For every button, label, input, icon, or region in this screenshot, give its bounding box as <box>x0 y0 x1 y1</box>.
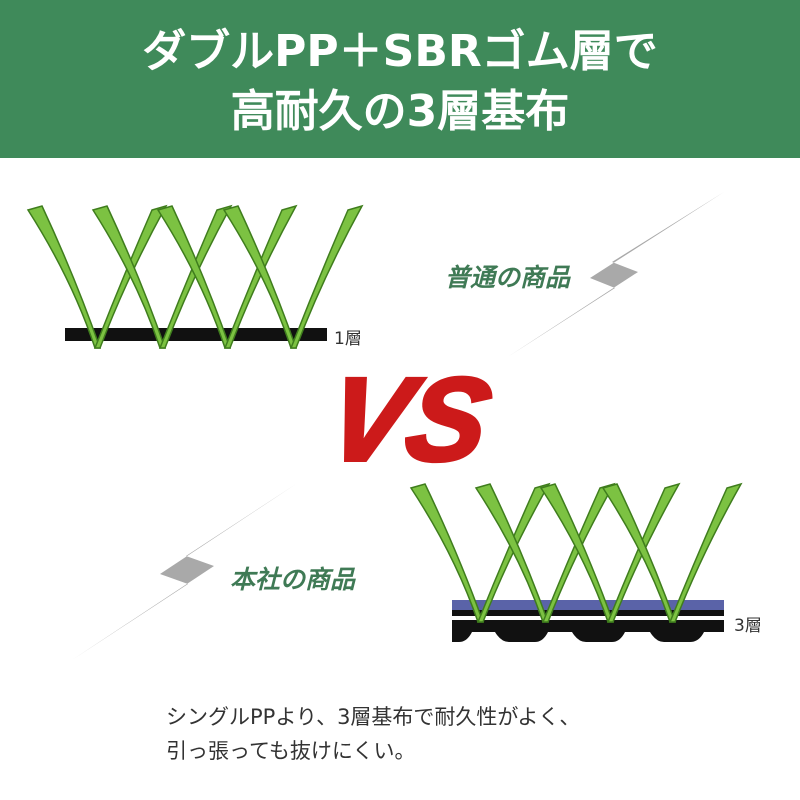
layer-sbr-rubber <box>452 620 724 642</box>
grass-blade <box>601 483 677 623</box>
single-layer-turf-diagram <box>26 204 364 349</box>
grass-blade <box>539 483 615 623</box>
grass-blade <box>606 482 681 623</box>
grass-blade <box>26 205 102 349</box>
top-layer-label: 1層 <box>334 329 362 349</box>
grass-blade <box>668 482 743 623</box>
grass-blade <box>91 205 167 349</box>
grass-blade <box>409 483 485 623</box>
grass-blade <box>156 205 232 349</box>
grass-blade <box>541 482 616 623</box>
grass-blade <box>93 204 168 349</box>
grass-blades-top <box>26 204 364 349</box>
grass-blade <box>474 483 550 623</box>
grass-blade <box>158 204 233 349</box>
bottom-layer-label: 3層 <box>734 616 762 636</box>
banner-title-line2: 高耐久の3層基布 <box>230 86 570 137</box>
grass-blade <box>223 204 298 349</box>
layer-pp-blue <box>452 600 724 610</box>
layer-pp-black <box>452 610 724 616</box>
grass-blades-bottom <box>409 482 743 623</box>
bottom-product-label: 本社の商品 <box>230 565 356 594</box>
banner-title-line1: ダブルPP＋SBRゴム層で <box>142 26 658 77</box>
lightning-bolt-bottom-icon <box>72 484 296 660</box>
triple-layer-turf-diagram <box>409 482 743 642</box>
header-banner: ダブルPP＋SBRゴム層で 高耐久の3層基布 <box>0 0 800 158</box>
grass-blade <box>476 482 551 623</box>
caption-line2: 引っ張っても抜けにくい。 <box>166 739 416 763</box>
grass-blade <box>222 205 298 349</box>
caption-line1: シングルPPより、3層基布で耐久性がよく、 <box>166 705 581 729</box>
top-product-label: 普通の商品 <box>445 263 571 292</box>
base-layer-pp <box>65 328 327 341</box>
grass-blade <box>289 204 364 349</box>
lightning-bolt-top-icon <box>503 192 724 360</box>
vs-text: VS <box>319 354 500 486</box>
